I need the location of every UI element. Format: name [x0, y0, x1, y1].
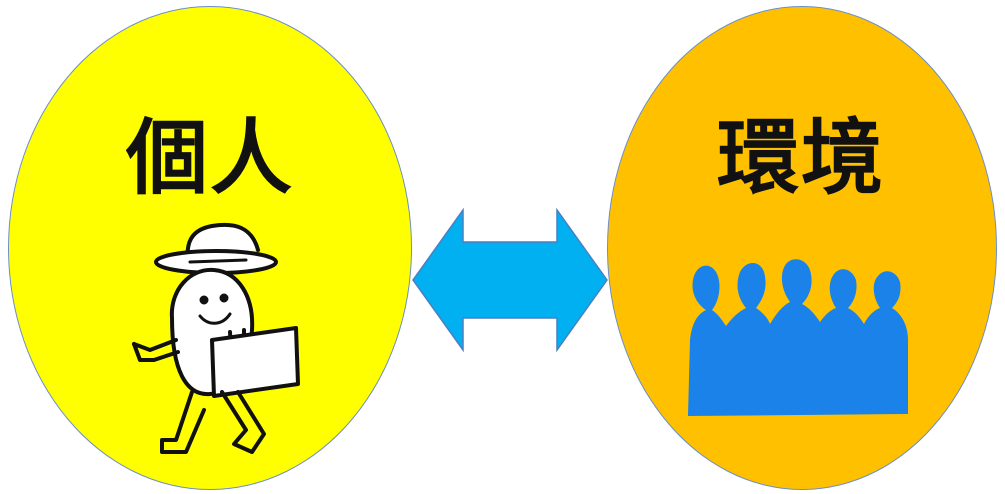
double-headed-arrow-icon	[412, 207, 608, 353]
people-group-icon	[688, 259, 908, 416]
walking-egg-character-icon	[132, 222, 300, 454]
environment-label: 環境	[717, 111, 886, 206]
individual-label: 個人	[126, 111, 295, 206]
